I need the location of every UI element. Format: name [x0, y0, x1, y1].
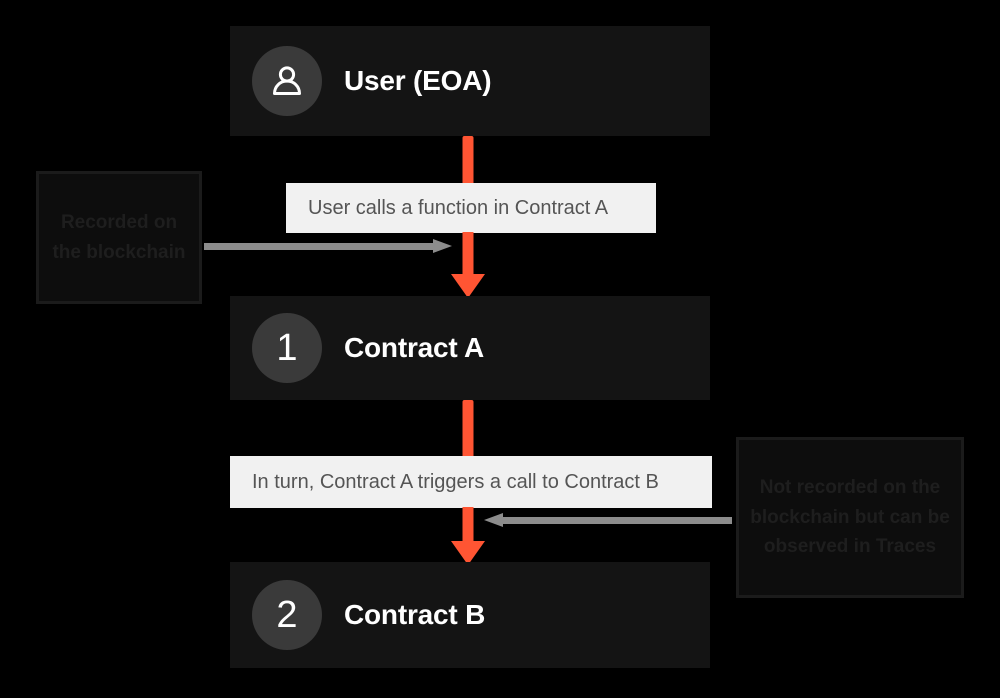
arrow-head-down-icon: [451, 274, 485, 298]
node-contract-a[interactable]: 1 Contract A: [230, 296, 710, 400]
node-contract-b[interactable]: 2 Contract B: [230, 562, 710, 668]
caption-user-calls-contract-a: User calls a function in Contract A: [286, 183, 656, 233]
arrow-shaft: [462, 507, 474, 543]
annotation-not-recorded-traces: Not recorded on the blockchain but can b…: [736, 437, 964, 598]
caption-contract-a-triggers-contract-b: In turn, Contract A triggers a call to C…: [230, 456, 712, 508]
flow-arrow-contract-a-to-caption: [451, 400, 485, 457]
annotation-recorded-on-blockchain: Recorded on the blockchain: [36, 171, 202, 304]
annotation-text-right: Not recorded on the blockchain but can b…: [750, 477, 950, 558]
annotation-text-left: Recorded on the blockchain: [52, 212, 186, 263]
node-label-user: User (EOA): [344, 65, 492, 96]
arrow-shaft: [462, 400, 474, 457]
flow-arrow-user-to-caption: [451, 136, 485, 184]
pointer-shaft: [204, 243, 434, 250]
arrow-shaft: [462, 136, 474, 184]
step-badge-2: 2: [252, 580, 322, 650]
person-icon: [273, 66, 301, 95]
caption-text-2: In turn, Contract A triggers a call to C…: [252, 470, 659, 493]
avatar-badge: [252, 46, 322, 116]
pointer-arrow-right-icon: [204, 239, 452, 253]
node-label-contract-b: Contract B: [344, 599, 486, 630]
node-label-contract-a: Contract A: [344, 332, 485, 363]
pointer-head: [433, 239, 452, 253]
flow-arrow-caption-to-contract-b: [451, 507, 485, 565]
step-badge-1: 1: [252, 313, 322, 383]
pointer-shaft: [502, 517, 732, 524]
node-user-eoa[interactable]: User (EOA): [230, 26, 710, 136]
arrow-shaft: [462, 232, 474, 276]
caption-text-1: User calls a function in Contract A: [308, 196, 609, 219]
arrow-head-down-icon: [451, 541, 485, 565]
flow-arrow-caption-to-contract-a: [451, 232, 485, 298]
pointer-head: [484, 513, 503, 527]
pointer-arrow-left-icon: [484, 513, 732, 527]
